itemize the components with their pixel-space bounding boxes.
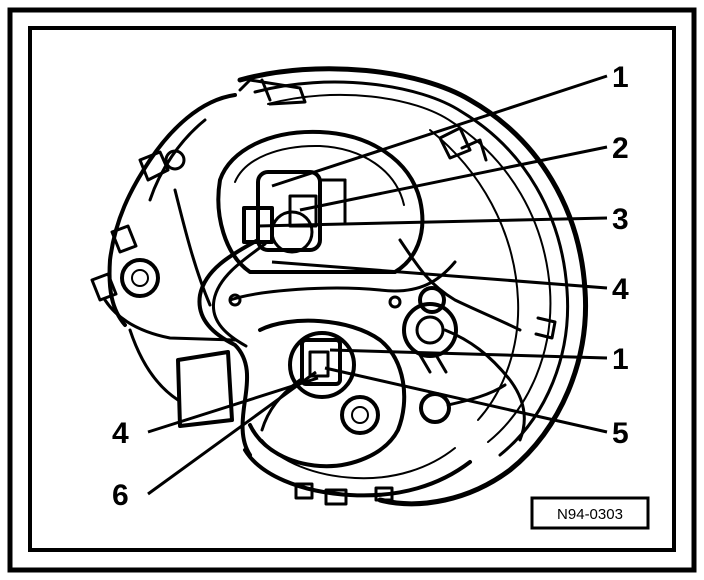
ring-tab-right <box>534 316 557 340</box>
top-bracket <box>238 78 307 106</box>
callout-1-top: 1 <box>612 61 629 94</box>
ring-notch-1 <box>438 126 472 160</box>
callout-6: 6 <box>112 479 129 512</box>
callout-4-lower: 4 <box>112 417 129 450</box>
housing-ring-inner-1 <box>253 80 570 457</box>
outer-frame <box>7 7 697 573</box>
inner-frame <box>28 26 676 552</box>
left-bracket-inner <box>148 118 207 202</box>
wiring-harness-2 <box>211 242 267 348</box>
pump-module-body <box>128 328 180 402</box>
bottom-tab-1 <box>294 482 314 500</box>
bottom-flange <box>243 448 472 498</box>
fuel-pump-flange-drawing <box>90 66 589 507</box>
lower-fitting <box>340 395 380 435</box>
leader-lines <box>147 74 608 496</box>
left-lower-body <box>103 298 237 342</box>
middle-plate <box>228 260 457 302</box>
lower-connector-housing <box>300 338 342 386</box>
housing-ring-inner-2 <box>267 93 552 443</box>
leader-line-2 <box>299 145 608 212</box>
middle-bolt-2 <box>228 293 242 307</box>
left-bracket <box>107 93 237 327</box>
left-tab-upper <box>138 150 170 182</box>
fitting-lower-right <box>419 392 451 424</box>
right-clip-2 <box>434 353 448 374</box>
left-bracket-hole <box>164 149 186 171</box>
callout-4-top: 4 <box>612 273 629 306</box>
leader-line-4-lower <box>147 376 319 434</box>
housing-outer-ring <box>237 66 589 507</box>
callout-1-lower: 1 <box>612 343 629 376</box>
leader-line-5 <box>324 366 608 434</box>
reference-code: N94-0303 <box>557 506 623 523</box>
left-connector-boss-inner <box>131 269 149 287</box>
lower-chamber <box>248 318 407 469</box>
bottom-tab-2 <box>324 488 348 506</box>
middle-bolt-1 <box>388 295 402 309</box>
callout-3: 3 <box>612 203 629 236</box>
top-bracket-tab <box>260 78 272 102</box>
return-line <box>443 328 526 442</box>
upper-connector <box>242 170 347 254</box>
left-tab-lower <box>90 272 118 302</box>
lower-connector-ring <box>288 331 356 399</box>
wiring-harness-3 <box>173 188 212 307</box>
leader-line-1-lower <box>329 348 608 360</box>
ring-notch-2 <box>460 138 488 162</box>
callout-2: 2 <box>612 132 629 165</box>
lower-fitting-inner <box>351 406 369 424</box>
right-clip-1 <box>418 353 432 374</box>
upper-connector-housing <box>256 170 322 252</box>
housing-ring-inner-3 <box>429 129 520 421</box>
reference-code-box <box>530 496 650 530</box>
fitting-upper-right <box>418 286 446 314</box>
wiring-harness-1 <box>197 238 260 457</box>
leader-line-4-top <box>271 260 608 290</box>
callout-5: 5 <box>612 417 629 450</box>
leader-line-6 <box>147 370 317 496</box>
bottom-tab-3 <box>374 486 394 502</box>
leader-line-1-top <box>271 74 608 188</box>
left-connector-boss <box>120 258 160 298</box>
bottom-flange-inner <box>261 439 456 480</box>
fitting-middle-right-inner <box>415 315 445 345</box>
fitting-middle-right-outer <box>402 302 458 358</box>
upper-chamber-inner <box>234 144 405 206</box>
fitting-lower-right-pipe <box>446 383 507 407</box>
leader-line-3 <box>257 216 608 228</box>
middle-plate-ridge <box>398 238 522 332</box>
lower-connector-plug <box>308 350 330 378</box>
upper-connector-ring <box>270 210 314 254</box>
pump-module-block <box>176 350 234 428</box>
left-tab-middle <box>110 224 138 254</box>
